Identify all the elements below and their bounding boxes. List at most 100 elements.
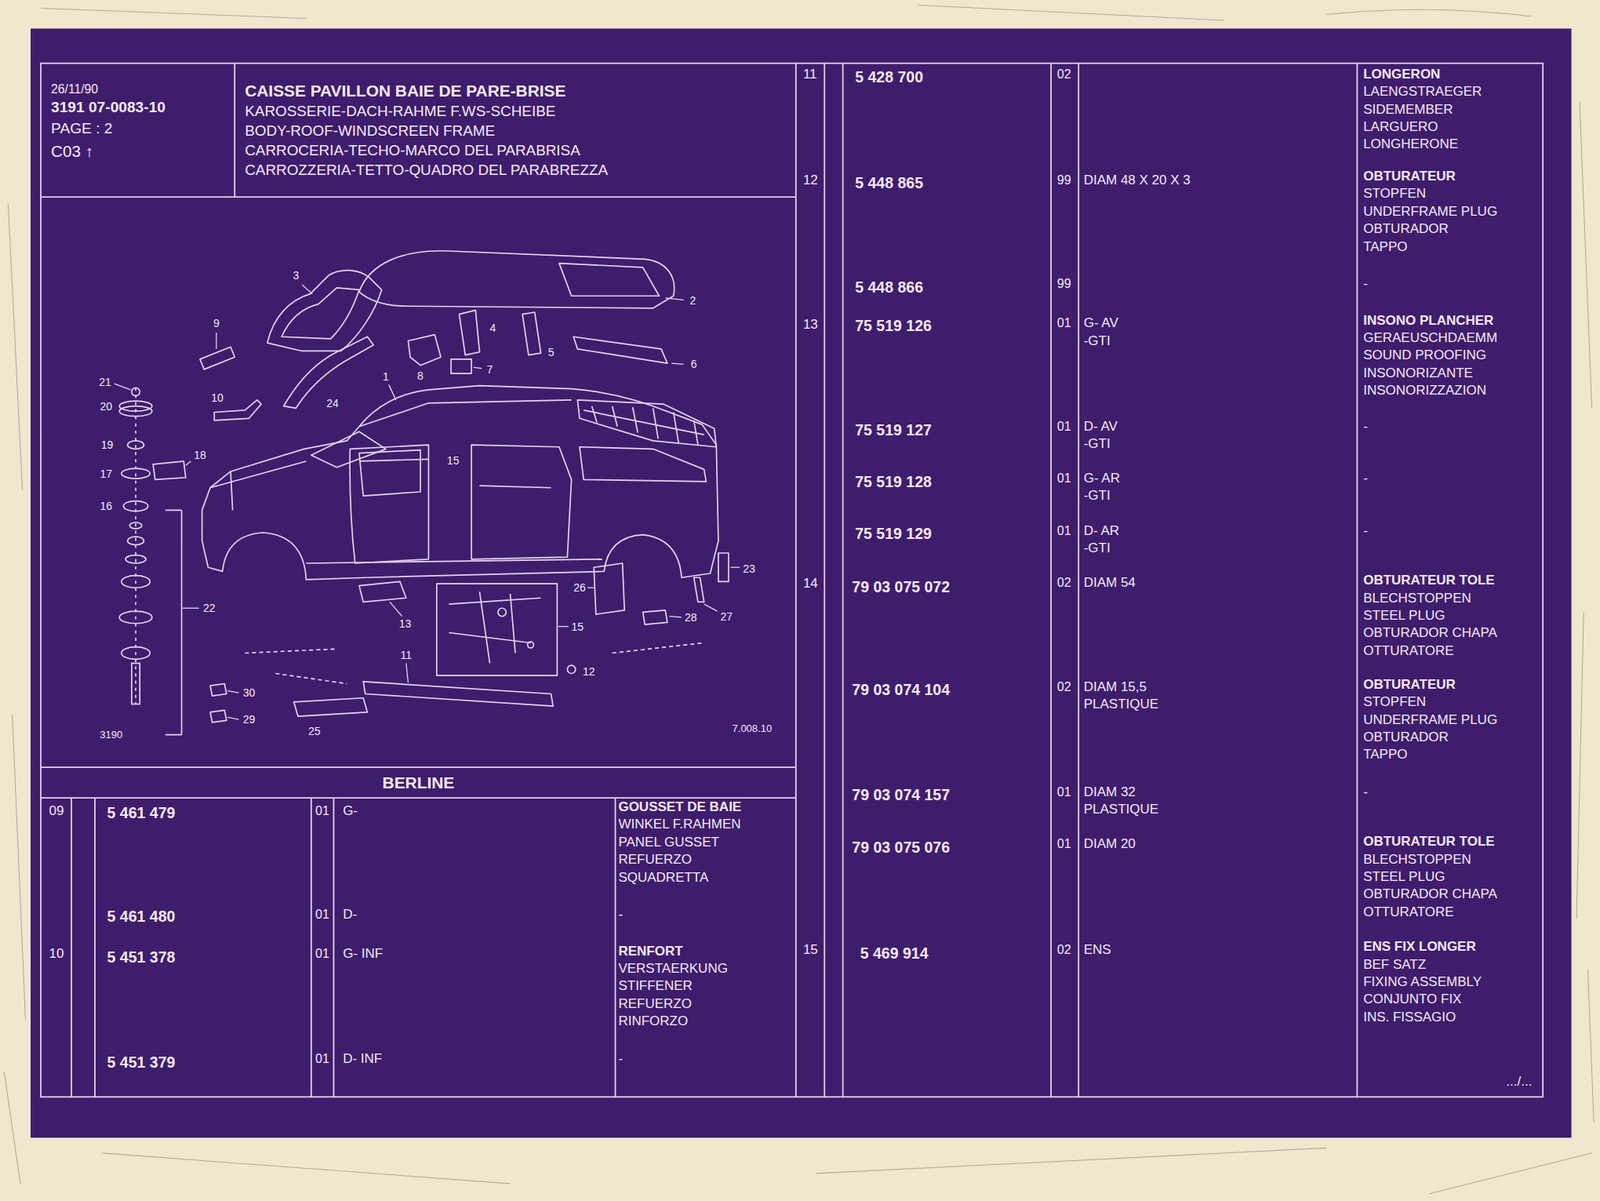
body-shell-drawing [244,642,704,684]
leader-line [215,332,217,350]
body-shell-drawing [210,683,227,697]
leader-line [586,587,594,589]
part-name-translation: FIXING ASSEMBLY [1363,974,1482,990]
body-shell-drawing [305,559,602,564]
part-number: 75 519 127 [854,421,932,439]
film-scratch [1587,969,1594,1123]
variant-note: PLASTIQUE [1083,696,1159,713]
body-shell-drawing [436,583,558,676]
film-scratch [1428,1152,1592,1194]
part-name-translation: TAPPO [1363,747,1408,764]
body-shell-drawing [359,581,407,602]
body-shell-drawing [498,607,506,616]
item-reference: 10 [48,946,64,963]
model-band: BERLINE [40,767,797,798]
leader-line [301,284,313,295]
variant-note: DIAM 54 [1083,574,1136,591]
table-rule [233,63,236,197]
part-number: 75 519 128 [854,472,932,491]
group-title-translation: CARROCERIA-TECHO-MARCO DEL PARABRISA [244,140,786,160]
item-reference: 11 [803,66,818,83]
quantity: 02 [1057,67,1072,82]
callout-number: 15 [445,454,462,466]
variant-note: G- AR [1083,470,1120,487]
table-rule [824,63,1357,1098]
part-name-translation: - [1363,523,1368,539]
part-name-translation: OTTURATORE [1363,904,1455,920]
part-name-translation: OBTURADOR [1363,729,1449,746]
leader-line [227,716,239,720]
part-name-translation: RINFORZO [618,1013,688,1030]
film-scratch [1326,9,1531,17]
leader-line [114,284,741,720]
fixing-stack-drawing [134,387,137,704]
part-name-translation: LAENGSTRAEGER [1363,84,1482,101]
header-cell: CAISSE PAVILLON BAIE DE PARE-BRISEKAROSS… [234,63,797,197]
variant-note: D- [342,906,357,923]
part-name-translation: BEF SATZ [1363,956,1426,973]
part-number: 5 461 479 [107,803,176,821]
part-name-translation: STOPFEN [1363,694,1426,711]
body-shell-drawing [522,312,541,356]
callout-number: 17 [98,467,115,480]
variant-note: ENS [1083,941,1112,958]
callout-number: 7 [485,363,495,376]
part-number: 5 448 866 [854,277,924,295]
callout-number: 13 [397,618,414,630]
fixing-stack-drawing [119,406,153,417]
callout-number: 16 [98,500,115,513]
callout-number: 9 [211,317,222,330]
part-name-translation: INS. FISSAGIO [1363,1009,1456,1026]
callout-number: 23 [741,562,757,575]
body-shell-drawing [718,552,729,582]
callout-number: 11 [399,649,415,662]
part-name-translation: STIFFENER [618,978,692,995]
part-number: 79 03 075 076 [851,838,950,856]
body-shell-drawing [579,447,706,482]
callout-number: 24 [324,397,341,410]
film-scratch [40,7,306,19]
leader-line [389,601,403,616]
body-shell-drawing [311,431,386,468]
body-shell-drawing [359,400,572,427]
leader-line [558,625,569,627]
callout-number: 6 [689,358,699,371]
part-name: OBTURATEUR TOLE [1363,834,1495,851]
part-number: 79 03 074 104 [851,680,950,699]
fixing-stack-drawing [121,575,150,589]
leader-line [730,567,741,568]
leader-line [669,616,682,618]
table-rule [795,63,797,1098]
quantity: 01 [1057,836,1072,851]
issue-date: 26/11/90 [50,81,225,98]
part-name-translation: GERAEUSCHDAEMM [1363,330,1498,346]
fixing-stack-drawing [127,440,145,449]
item-reference: 14 [803,575,819,592]
callout-number: 27 [719,610,735,622]
body-shell-drawing [359,450,421,497]
part-name-translation: LARGUERO [1363,119,1438,135]
body-shell-drawing [267,270,382,352]
variant-note: DIAM 20 [1083,836,1136,852]
part-name-translation: REFUERZO [618,996,692,1012]
fixing-stack-drawing [119,610,153,624]
part-name-translation: OBTURADOR CHAPA [1363,887,1498,903]
body-shell-drawing [471,444,572,560]
part-number: 79 03 074 157 [851,785,950,804]
group-title-translation: CARROZZERIA-TETTO-QUADRO DEL PARABREZZA [244,160,786,180]
fixing-stack-drawing [125,555,146,564]
film-scratch [816,1147,1328,1174]
part-name-translation: BLECHSTOPPEN [1363,851,1472,868]
body-shell-drawing [458,309,480,355]
leader-line [406,662,409,683]
item-reference: 12 [803,172,819,189]
callout-number: 1 [381,370,391,383]
leader-line [704,603,718,611]
film-scratch [3,5,1594,1194]
variant-note: PLASTIQUE [1083,801,1159,818]
variant-note: DIAM 32 [1083,784,1136,800]
part-name: OBTURATEUR [1363,676,1456,693]
body-shell-drawing [210,458,429,510]
